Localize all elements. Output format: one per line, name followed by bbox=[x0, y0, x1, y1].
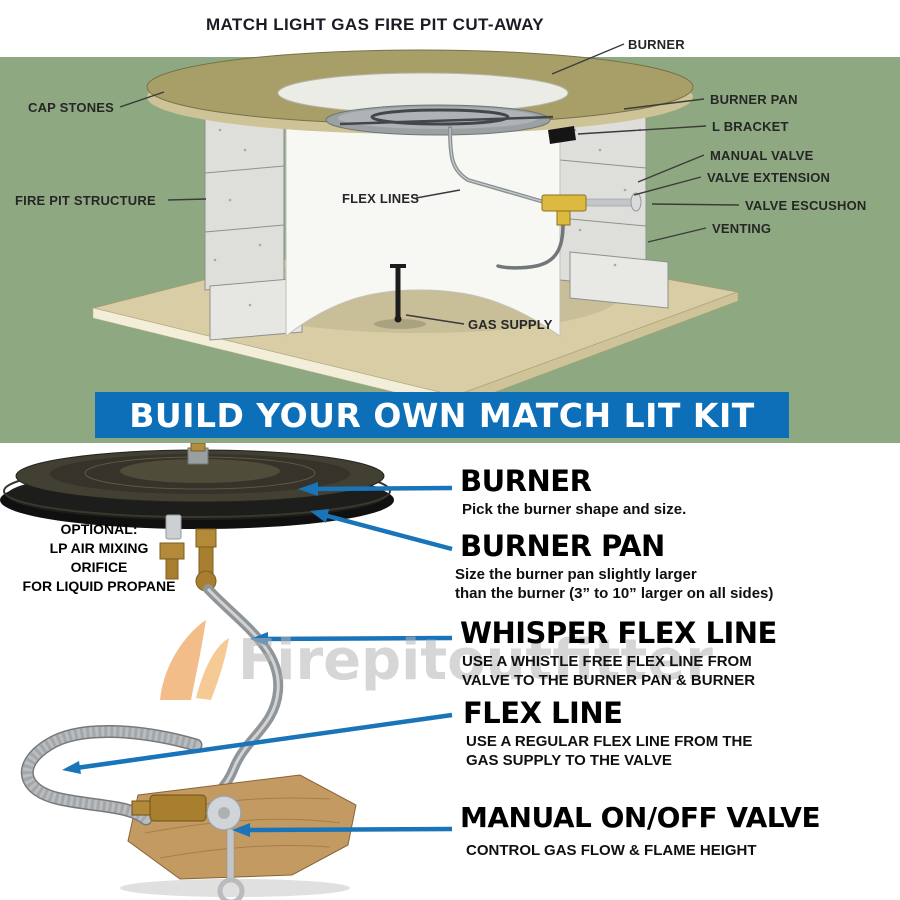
optional-note-line: FOR LIQUID PROPANE bbox=[22, 578, 176, 594]
label-fire-pit-structure: FIRE PIT STRUCTURE bbox=[15, 193, 156, 208]
heading-flex-line: FLEX LINE bbox=[463, 696, 623, 730]
desc-line: than the burner (3” to 10” larger on all… bbox=[455, 585, 774, 602]
label-flex-lines: FLEX LINES bbox=[342, 191, 420, 206]
flex-line-photo bbox=[20, 724, 203, 826]
desc-line: VALVE TO THE BURNER PAN & BURNER bbox=[462, 672, 756, 689]
label-gas-supply: GAS SUPPLY bbox=[468, 317, 553, 332]
interior-wall bbox=[285, 95, 561, 338]
valve-graphic bbox=[541, 192, 642, 226]
heading-manual-valve: MANUAL ON/OFF VALVE bbox=[460, 801, 821, 834]
label-manual-valve: MANUAL VALVE bbox=[710, 148, 814, 163]
kit-illustration bbox=[0, 443, 453, 900]
label-l-bracket: L BRACKET bbox=[712, 119, 789, 134]
burner-pan-graphic bbox=[325, 104, 554, 136]
desc-line: USE A REGULAR FLEX LINE FROM THE bbox=[466, 733, 753, 750]
desc-burner-pan: Size the burner pan slightly larger than… bbox=[455, 565, 773, 603]
cutaway-title: MATCH LIGHT GAS FIRE PIT CUT-AWAY bbox=[205, 15, 545, 34]
leader-lines bbox=[119, 43, 740, 325]
label-burner-pan: BURNER PAN bbox=[710, 92, 798, 107]
fire-pit-blocks-right bbox=[559, 101, 669, 309]
l-bracket-graphic bbox=[548, 126, 576, 144]
cutaway-illustration bbox=[92, 43, 740, 408]
banner: BUILD YOUR OWN MATCH LIT KIT bbox=[95, 392, 789, 438]
label-valve-extension: VALVE EXTENSION bbox=[707, 170, 831, 185]
fire-pit-blocks-left bbox=[204, 105, 303, 341]
label-cap-stones: CAP STONES bbox=[28, 100, 115, 115]
desc-whisper-flex-line: USE A WHISTLE FREE FLEX LINE FROM VALVE … bbox=[462, 652, 755, 690]
heading-whisper-flex-line: WHISPER FLEX LINE bbox=[460, 616, 777, 650]
desc-burner: Pick the burner shape and size. bbox=[462, 501, 687, 518]
title-band bbox=[0, 0, 900, 57]
desc-manual-valve: CONTROL GAS FLOW & FLAME HEIGHT bbox=[466, 842, 757, 859]
burner-photo bbox=[15, 443, 385, 503]
valve-photo bbox=[131, 794, 245, 900]
optional-note-line: LP AIR MIXING bbox=[49, 540, 149, 556]
heading-burner: BURNER bbox=[460, 464, 592, 498]
desc-line: USE A WHISTLE FREE FLEX LINE FROM bbox=[462, 653, 752, 670]
heading-burner-pan: BURNER PAN bbox=[460, 529, 665, 563]
whisper-flex-photo bbox=[193, 584, 284, 808]
optional-note: OPTIONAL: LP AIR MIXING ORIFICE FOR LIQU… bbox=[8, 520, 190, 596]
cap-stones-graphic bbox=[146, 49, 694, 134]
desc-flex-line: USE A REGULAR FLEX LINE FROM THE GAS SUP… bbox=[466, 732, 752, 770]
label-venting: VENTING bbox=[712, 221, 772, 236]
shadow bbox=[120, 879, 350, 897]
gas-supply-graphic bbox=[374, 264, 426, 329]
label-valve-escushon: VALVE ESCUSHON bbox=[745, 198, 867, 213]
pointer-arrows bbox=[62, 482, 453, 837]
desc-line: Size the burner pan slightly larger bbox=[455, 566, 697, 583]
optional-note-line: ORIFICE bbox=[70, 559, 128, 575]
flex-lines-graphic bbox=[448, 126, 565, 270]
optional-note-line: OPTIONAL: bbox=[60, 521, 138, 537]
desc-line: GAS SUPPLY TO THE VALVE bbox=[466, 752, 672, 769]
label-burner: BURNER bbox=[628, 37, 685, 52]
